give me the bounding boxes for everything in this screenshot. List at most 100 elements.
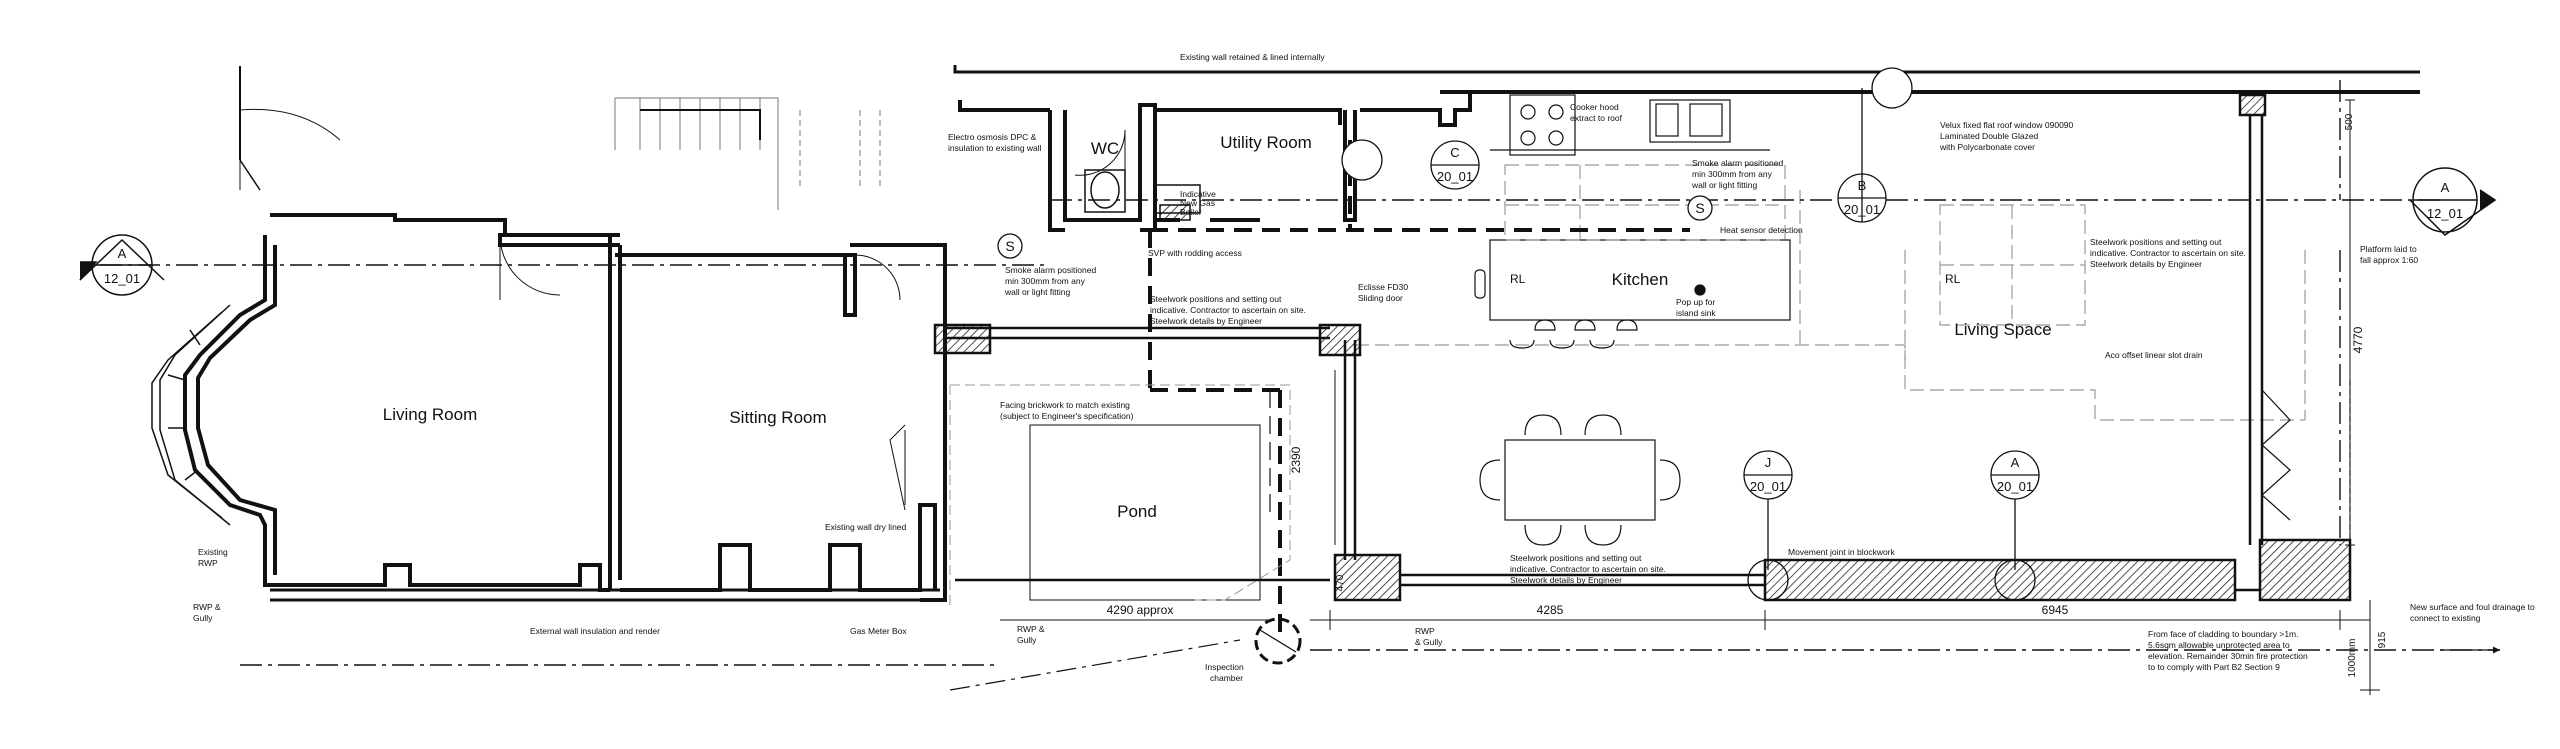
note-popup-2: island sink — [1676, 308, 1716, 318]
note-smoke-right-2: min 300mm from any — [1692, 169, 1773, 179]
wc-utility-walls — [958, 92, 1472, 232]
note-cladding-1: From face of cladding to boundary >1m. — [2148, 629, 2299, 639]
dim-1000: 1000mm — [2347, 639, 2358, 678]
note-steel-c-3: Steelwork details by Engineer — [1510, 575, 1622, 585]
note-steel-c-1: Steelwork positions and setting out — [1510, 553, 1642, 563]
note-indicative-2: New Gas — [1180, 198, 1215, 208]
note-existing-rwp-1: Existing — [198, 547, 228, 557]
callout-a2-ref: 20_01 — [1997, 479, 2033, 494]
dimension-labels: 4290 approx 4285 6945 2390 4770 500 1000… — [1107, 113, 2388, 677]
callout-a2-letter: A — [2011, 455, 2020, 470]
living-room-walls — [183, 213, 622, 592]
drainage — [949, 390, 2500, 691]
note-cladding-2: 5.6sqm allowable unprotected area to — [2148, 640, 2290, 650]
note-steel-a-2: indicative. Contractor to ascertain on s… — [1150, 305, 1306, 315]
note-svp: SVP with rodding access — [1148, 248, 1242, 258]
note-smoke-right-3: wall or light fitting — [1691, 180, 1757, 190]
section-marker-left-ref: 12_01 — [104, 271, 140, 286]
dim-4770: 4770 — [2351, 326, 2365, 353]
note-platform-1: Platform laid to — [2360, 244, 2417, 254]
extension-walls — [933, 93, 2352, 602]
dining-table — [1479, 414, 1681, 546]
note-steel-a-3: Steelwork details by Engineer — [1150, 316, 1262, 326]
note-velux-1: Velux fixed flat roof window 090090 — [1940, 120, 2074, 130]
note-rwp-gully-right-1: RWP — [1415, 626, 1435, 636]
note-new-surface-2: connect to existing — [2410, 613, 2481, 623]
note-velux-3: with Polycarbonate cover — [1939, 142, 2035, 152]
note-aco: Aco offset linear slot drain — [2105, 350, 2203, 360]
note-steel-b-1: Steelwork positions and setting out — [2090, 237, 2222, 247]
section-marker-left — [79, 234, 165, 296]
dimension-lines — [1000, 99, 2380, 695]
note-rwp-gully-mid-1: RWP & — [1017, 624, 1045, 634]
note-cooker-2: extract to roof — [1570, 113, 1623, 123]
note-heat-sensor: Heat sensor detection — [1720, 225, 1803, 235]
annotations: Existing wall retained & lined internall… — [193, 52, 2535, 683]
room-label-kitchen: Kitchen — [1612, 270, 1669, 289]
note-inspection-1: Inspection — [1205, 662, 1244, 672]
room-label-sitting-room: Sitting Room — [729, 408, 826, 427]
callout-j-letter: J — [1765, 455, 1772, 470]
room-label-utility-room: Utility Room — [1220, 133, 1312, 152]
rooflight-outlines — [1355, 164, 2306, 421]
note-rwp-gully-right-2: & Gully — [1415, 637, 1443, 647]
callout-b-ref: 20_01 — [1844, 202, 1880, 217]
note-smoke-left-3: wall or light fitting — [1004, 287, 1070, 297]
boundary-lines — [239, 65, 2420, 191]
note-cladding-4: to to comply with Part B2 Section 9 — [2148, 662, 2280, 672]
note-cladding-3: elevation. Remainder 30min fire protecti… — [2148, 651, 2308, 661]
note-rl-left: RL — [1510, 272, 1526, 286]
room-label-pond: Pond — [1117, 502, 1157, 521]
note-facing-1: Facing brickwork to match existing — [1000, 400, 1130, 410]
room-label-living-room: Living Room — [383, 405, 478, 424]
dim-6945: 6945 — [2042, 603, 2069, 617]
kitchen-units — [1490, 94, 1770, 156]
note-eclisse-1: Eclisse FD30 — [1358, 282, 1408, 292]
room-label-wc: WC — [1091, 139, 1119, 158]
kitchen-island — [1474, 239, 1791, 349]
note-electro-2: insulation to existing wall — [948, 143, 1042, 153]
note-electro-1: Electro osmosis DPC & — [948, 132, 1037, 142]
note-new-surface-1: New surface and foul drainage to — [2410, 602, 2535, 612]
note-popup-1: Pop up for — [1676, 297, 1715, 307]
note-velux-2: Laminated Double Glazed — [1940, 131, 2039, 141]
callout-c-ref: 20_01 — [1437, 169, 1473, 184]
smoke-alarm-symbol-left: S — [1005, 238, 1014, 254]
note-steel-a-1: Steelwork positions and setting out — [1150, 294, 1282, 304]
note-rwp-gully-left-1: RWP & — [193, 602, 221, 612]
note-indicative-1: Indicative — [1180, 189, 1216, 199]
section-marker-left-letter: A — [118, 246, 127, 261]
note-existing-dry-lined: Existing wall dry lined — [825, 522, 907, 532]
note-indicative-3: Boiler — [1180, 207, 1202, 217]
dim-915: 915 — [2377, 631, 2388, 648]
smoke-alarm-symbol-right: S — [1695, 200, 1704, 216]
dim-2390: 2390 — [1289, 446, 1303, 473]
note-smoke-left-2: min 300mm from any — [1005, 276, 1086, 286]
note-eclisse-2: Sliding door — [1358, 293, 1403, 303]
note-gas-meter: Gas Meter Box — [850, 626, 907, 636]
note-rl-right: RL — [1945, 272, 1961, 286]
bay-window — [151, 304, 231, 526]
section-marker-right-letter: A — [2441, 180, 2450, 195]
bifold-doors — [2261, 380, 2351, 545]
note-steel-c-2: indicative. Contractor to ascertain on s… — [1510, 564, 1666, 574]
section-marker-right — [2409, 167, 2497, 236]
note-steel-b-3: Steelwork details by Engineer — [2090, 259, 2202, 269]
section-marker-right-ref: 12_01 — [2427, 206, 2463, 221]
note-smoke-left-1: Smoke alarm positioned — [1005, 265, 1096, 275]
note-rwp-gully-mid-2: Gully — [1017, 635, 1037, 645]
note-inspection-2: chamber — [1210, 673, 1243, 683]
note-steel-b-2: indicative. Contractor to ascertain on s… — [2090, 248, 2246, 258]
note-facing-2: (subject to Engineer's specification) — [1000, 411, 1134, 421]
wc-toilet — [1084, 169, 1201, 221]
note-external-insulation: External wall insulation and render — [530, 626, 660, 636]
dim-4290: 4290 approx — [1107, 603, 1174, 617]
note-rwp-gully-left-2: Gully — [193, 613, 213, 623]
room-label-living-space: Living Space — [1954, 320, 2051, 339]
door-swings — [499, 129, 1126, 511]
callout-b-letter: B — [1858, 178, 1867, 193]
callout-circles — [1341, 67, 2040, 601]
existing-stair — [614, 97, 881, 210]
callout-j-ref: 20_01 — [1750, 479, 1786, 494]
